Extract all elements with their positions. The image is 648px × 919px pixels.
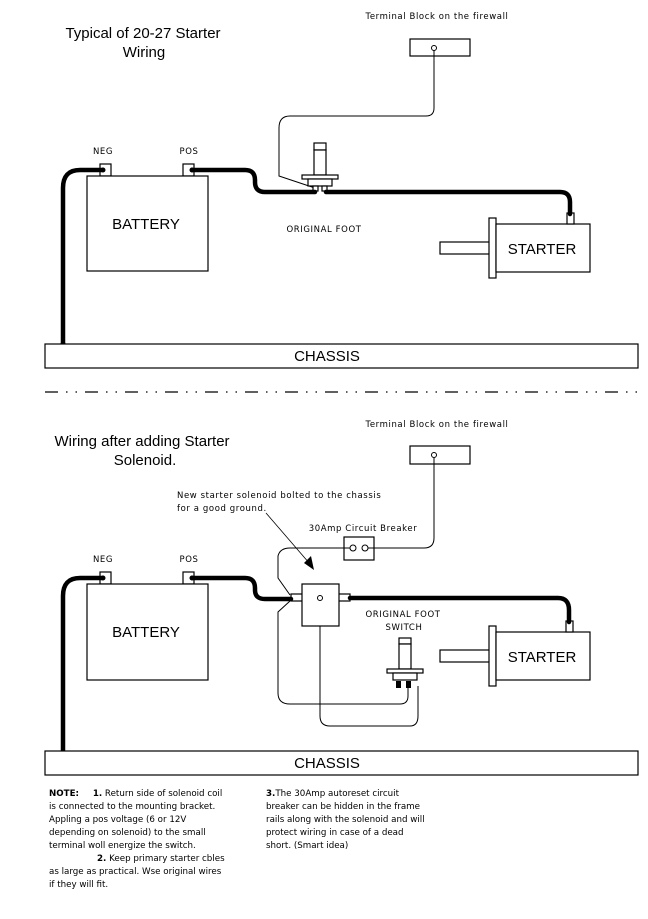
note-3-number: 3. xyxy=(266,789,276,799)
solenoid-coil-terminal-icon xyxy=(317,595,323,601)
top-battery xyxy=(86,175,209,272)
top-terminal-wire xyxy=(278,50,435,190)
bottom-foot-switch-label-line1: ORIGINAL FOOT xyxy=(365,610,440,620)
bottom-pos-connection-dot xyxy=(189,575,195,581)
note-2-number: 2. xyxy=(97,854,107,864)
note-2-text-c: if they will fit. xyxy=(49,880,109,890)
bottom-foot-switch-body xyxy=(392,672,418,681)
bottom-foot-switch-cap xyxy=(398,637,412,645)
top-foot-switch-label: ORIGINAL FOOT xyxy=(286,225,361,235)
top-ground-cable xyxy=(60,167,105,347)
bottom-ground-cable xyxy=(60,575,105,755)
solenoid-note-line1: New starter solenoid bolted to the chass… xyxy=(177,491,381,501)
top-neg-connection-dot xyxy=(100,167,106,173)
note-3-text-d: protect wiring in case of a dead xyxy=(266,828,404,838)
notes-heading: NOTE: xyxy=(49,789,79,799)
top-pos-connection-dot xyxy=(189,167,195,173)
note-2-text-b: as large as practical. Wse original wire… xyxy=(49,867,222,877)
top-foot-switch-body xyxy=(307,178,333,187)
bottom-terminal-block-label: Terminal Block on the firewall xyxy=(364,420,508,430)
notes-column-right: 3.The 30Amp autoreset circuit breaker ca… xyxy=(266,788,466,853)
bottom-starter xyxy=(495,631,591,681)
bottom-neg-label: NEG xyxy=(93,555,113,565)
top-title-line1: Typical of 20-27 Starter xyxy=(65,25,220,42)
note-1-text-a: Return side of solenoid coil xyxy=(102,789,223,799)
top-terminal-block-label: Terminal Block on the firewall xyxy=(364,12,508,22)
top-pos-label: POS xyxy=(179,147,198,157)
note-1-text-b: is connected to the mounting bracket. xyxy=(49,802,216,812)
note-1-text-e: terminal woll energize the switch. xyxy=(49,841,196,851)
bottom-foot-switch-lug-right xyxy=(406,681,411,688)
solenoid-to-switch-wire xyxy=(277,600,409,705)
top-starter xyxy=(495,223,591,273)
top-battery-to-switch-cable xyxy=(189,167,318,195)
top-starter-flange xyxy=(488,217,497,279)
top-starter-shaft xyxy=(439,241,491,255)
top-battery-label: BATTERY xyxy=(112,216,180,233)
terminal-to-breaker-wire xyxy=(368,458,435,549)
top-foot-switch-flange xyxy=(301,174,339,180)
note-1-number: 1. xyxy=(92,789,103,799)
solenoid-note-pointer xyxy=(265,512,311,565)
bottom-chassis-label: CHASSIS xyxy=(294,755,360,772)
note-1-text-c: Appling a pos voltage (6 or 12V xyxy=(49,815,187,825)
top-terminal-post-icon xyxy=(431,45,437,51)
top-chassis-label: CHASSIS xyxy=(294,348,360,365)
breaker-to-solenoid-wire xyxy=(277,547,350,596)
bottom-foot-switch-plunger xyxy=(398,643,412,670)
solenoid-note-arrowhead-icon xyxy=(304,556,314,570)
note-1-text-d: depending on solenoid) to the small xyxy=(49,828,206,838)
solenoid-note-line2: for a good ground. xyxy=(177,504,267,514)
bottom-title-line1: Wiring after adding Starter xyxy=(54,433,229,450)
note-3-text-c: rails along with the solenoid and will xyxy=(266,815,425,825)
battery-to-solenoid-cable xyxy=(189,575,294,602)
notes-column-left: NOTE: 1. Return side of solenoid coil is… xyxy=(49,788,264,892)
bottom-terminal-block xyxy=(409,445,471,465)
top-starter-label: STARTER xyxy=(508,241,577,258)
bottom-starter-label: STARTER xyxy=(508,649,577,666)
top-neg-label: NEG xyxy=(93,147,113,157)
starter-solenoid xyxy=(301,583,340,627)
top-terminal-block xyxy=(409,38,471,57)
note-3-text-b: breaker can be hidden in the frame xyxy=(266,802,420,812)
bottom-chassis xyxy=(44,750,639,776)
top-chassis xyxy=(44,343,639,369)
breaker-post-right-icon xyxy=(361,544,369,552)
bottom-foot-switch-label-line2: SWITCH xyxy=(386,623,423,633)
bottom-title-line2: Solenoid. xyxy=(114,452,177,469)
note-3-text-a: The 30Amp autoreset circuit xyxy=(275,789,400,799)
top-foot-switch-plunger xyxy=(313,149,327,176)
bottom-battery-label: BATTERY xyxy=(112,624,180,641)
note-3-text-e: short. (Smart idea) xyxy=(266,841,349,851)
top-title-line2: Wiring xyxy=(123,44,166,61)
bottom-starter-shaft xyxy=(439,649,491,663)
top-foot-switch-cap xyxy=(313,142,327,151)
bottom-starter-flange xyxy=(488,625,497,687)
breaker-post-left-icon xyxy=(349,544,357,552)
bottom-foot-switch-lug-left xyxy=(396,681,401,688)
top-switch-to-starter-cable xyxy=(323,189,573,217)
solenoid-coil-wire xyxy=(319,599,419,727)
bottom-diagram: Wiring after adding Starter Solenoid. Te… xyxy=(44,420,639,776)
note-2-text-a: Keep primary starter cbles xyxy=(106,854,225,864)
bottom-battery xyxy=(86,583,209,681)
top-diagram: Typical of 20-27 Starter Wiring Terminal… xyxy=(44,12,639,369)
bottom-pos-label: POS xyxy=(179,555,198,565)
bottom-terminal-post-icon xyxy=(431,452,437,458)
bottom-neg-connection-dot xyxy=(100,575,106,581)
breaker-label: 30Amp Circuit Breaker xyxy=(309,524,418,534)
solenoid-to-starter-cable xyxy=(347,595,572,625)
